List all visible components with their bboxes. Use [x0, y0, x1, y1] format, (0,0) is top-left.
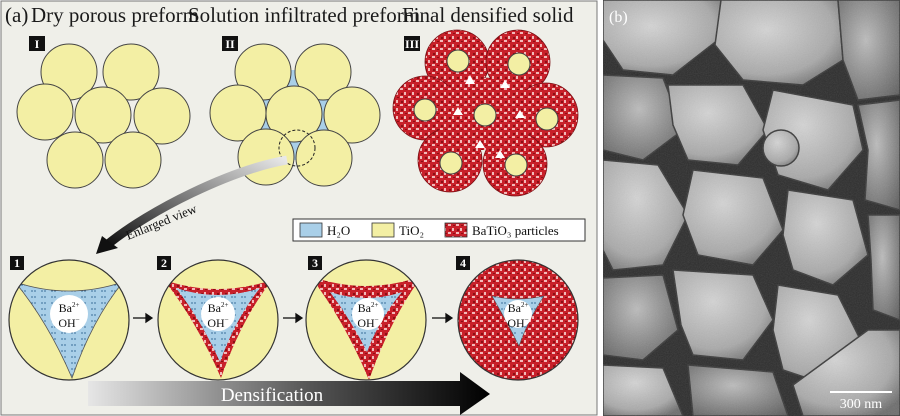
scale-bar-label: 300 nm [840, 397, 883, 412]
svg-text:Ba2+: Ba2+ [508, 301, 529, 315]
step-badge-3: 3 [308, 256, 322, 270]
svg-text:OH−: OH− [207, 316, 228, 330]
title-infiltrated-preform: Solution infiltrated preform [188, 3, 420, 27]
svg-text:III: III [405, 37, 419, 51]
sem-micrograph: (b) 300 nm [603, 0, 900, 416]
legend-batio3-label: BaTiO₃ particles [472, 223, 559, 238]
svg-text:OH−: OH− [357, 316, 378, 330]
title-densified-solid: Final densified solid [402, 3, 574, 27]
svg-text:OH−: OH− [507, 316, 528, 330]
panel-b-label: (b) [609, 9, 628, 26]
densification-label: Densification [221, 385, 324, 406]
infiltrated-preform [209, 43, 381, 187]
step-badge-2: 2 [157, 256, 171, 270]
step-2-circle: Ba2+ OH− [157, 259, 279, 381]
svg-text:OH−: OH− [58, 316, 79, 330]
svg-text:2: 2 [161, 256, 167, 270]
svg-text:Ba2+: Ba2+ [59, 301, 80, 315]
stage-badge-1: I [29, 36, 45, 51]
legend: H₂O TiO₂ BaTiO₃ particles [292, 218, 586, 242]
step-arrow-2-3 [283, 312, 304, 324]
svg-text:1: 1 [14, 256, 20, 270]
panel-a-label: (a) [5, 3, 28, 27]
schematic-panel: (a) Dry porous preform Solution infiltra… [0, 0, 598, 416]
step-arrow-3-4 [432, 312, 454, 324]
stage-badge-3: III [404, 36, 420, 51]
densified-solid [392, 29, 579, 197]
svg-text:Ba2+: Ba2+ [208, 301, 229, 315]
step-arrow-1-2 [133, 312, 154, 324]
step-badge-4: 4 [456, 256, 470, 270]
legend-h2o-swatch [299, 222, 323, 238]
dry-preform-particles [16, 43, 191, 189]
step-4-circle: Ba2+ OH− [457, 259, 579, 381]
svg-text:3: 3 [312, 256, 318, 270]
step-3-circle: Ba2+ OH− [305, 259, 427, 381]
step-badge-1: 1 [10, 256, 24, 270]
svg-text:4: 4 [460, 256, 466, 270]
enlarged-view-arrow [96, 155, 288, 254]
legend-tio2-swatch [371, 222, 395, 238]
legend-batio3-swatch [444, 222, 468, 238]
densification-arrow [88, 372, 490, 415]
stage-badge-2: II [222, 36, 238, 51]
legend-h2o-label: H₂O [327, 223, 350, 238]
legend-tio2-label: TiO₂ [399, 223, 424, 238]
step-1-circle: Ba2+ OH− [8, 259, 130, 381]
enlarged-region-marker [278, 129, 316, 167]
title-dry-preform: Dry porous preform [31, 3, 199, 27]
svg-text:I: I [35, 37, 40, 51]
svg-text:II: II [225, 37, 235, 51]
svg-text:Ba2+: Ba2+ [358, 301, 379, 315]
